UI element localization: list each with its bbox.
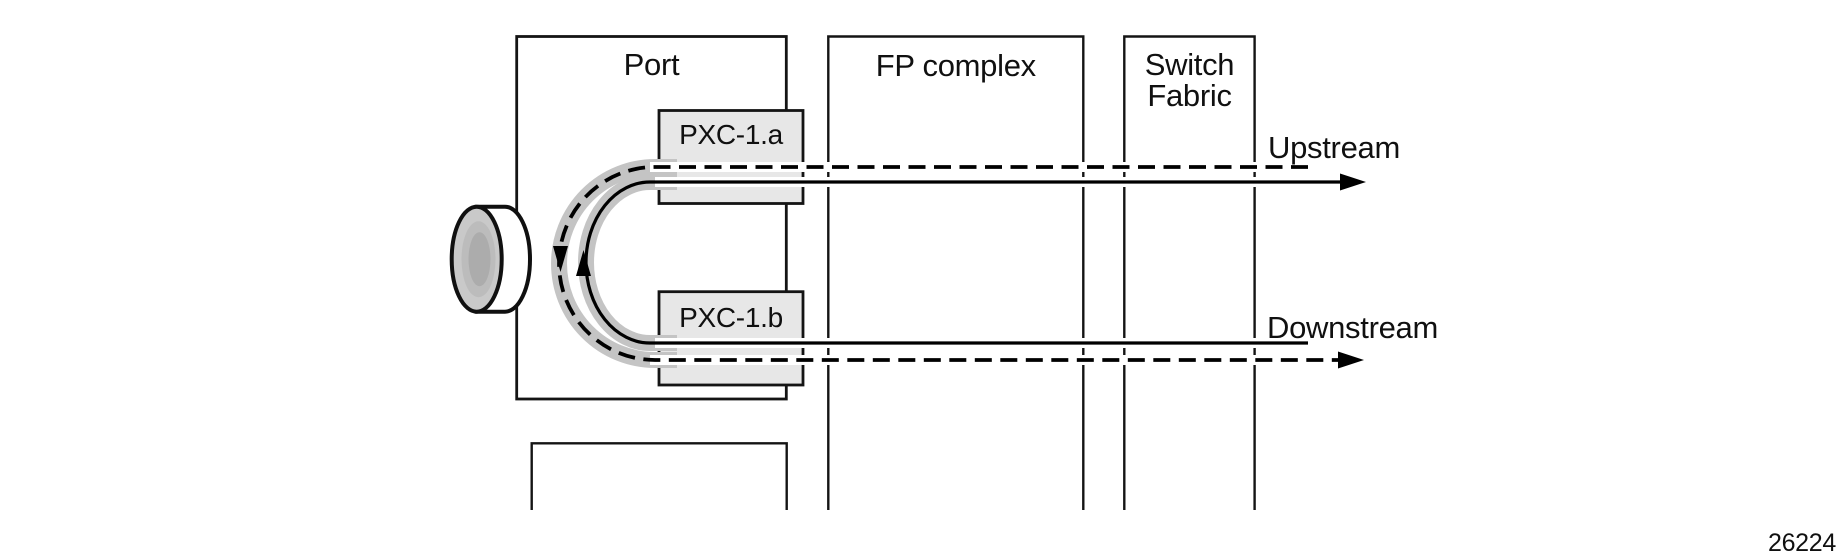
connector-core bbox=[468, 232, 491, 287]
pxc-a-label: PXC-1.a bbox=[679, 119, 783, 150]
downstream-label: Downstream bbox=[1267, 310, 1438, 345]
upstream-arrowhead bbox=[1340, 173, 1366, 191]
upstream-label: Upstream bbox=[1268, 130, 1400, 165]
pxc-a-box bbox=[657, 109, 805, 205]
figure-number: 26224 bbox=[1768, 529, 1836, 554]
loop-down-arrowhead bbox=[553, 246, 568, 272]
port-box-lower bbox=[530, 442, 788, 510]
pxc-b-label: PXC-1.b bbox=[679, 302, 783, 333]
switch-fabric-label-line2: Fabric bbox=[1147, 78, 1231, 113]
loop-up-arrowhead bbox=[576, 250, 591, 276]
port-label: Port bbox=[624, 47, 680, 82]
fp-complex-label: FP complex bbox=[876, 48, 1037, 83]
downstream-arrowhead bbox=[1338, 351, 1364, 369]
switch-fabric-label-line1: Switch bbox=[1145, 47, 1235, 82]
fp-complex-box bbox=[827, 35, 1085, 510]
switch-fabric-box bbox=[1123, 35, 1256, 510]
